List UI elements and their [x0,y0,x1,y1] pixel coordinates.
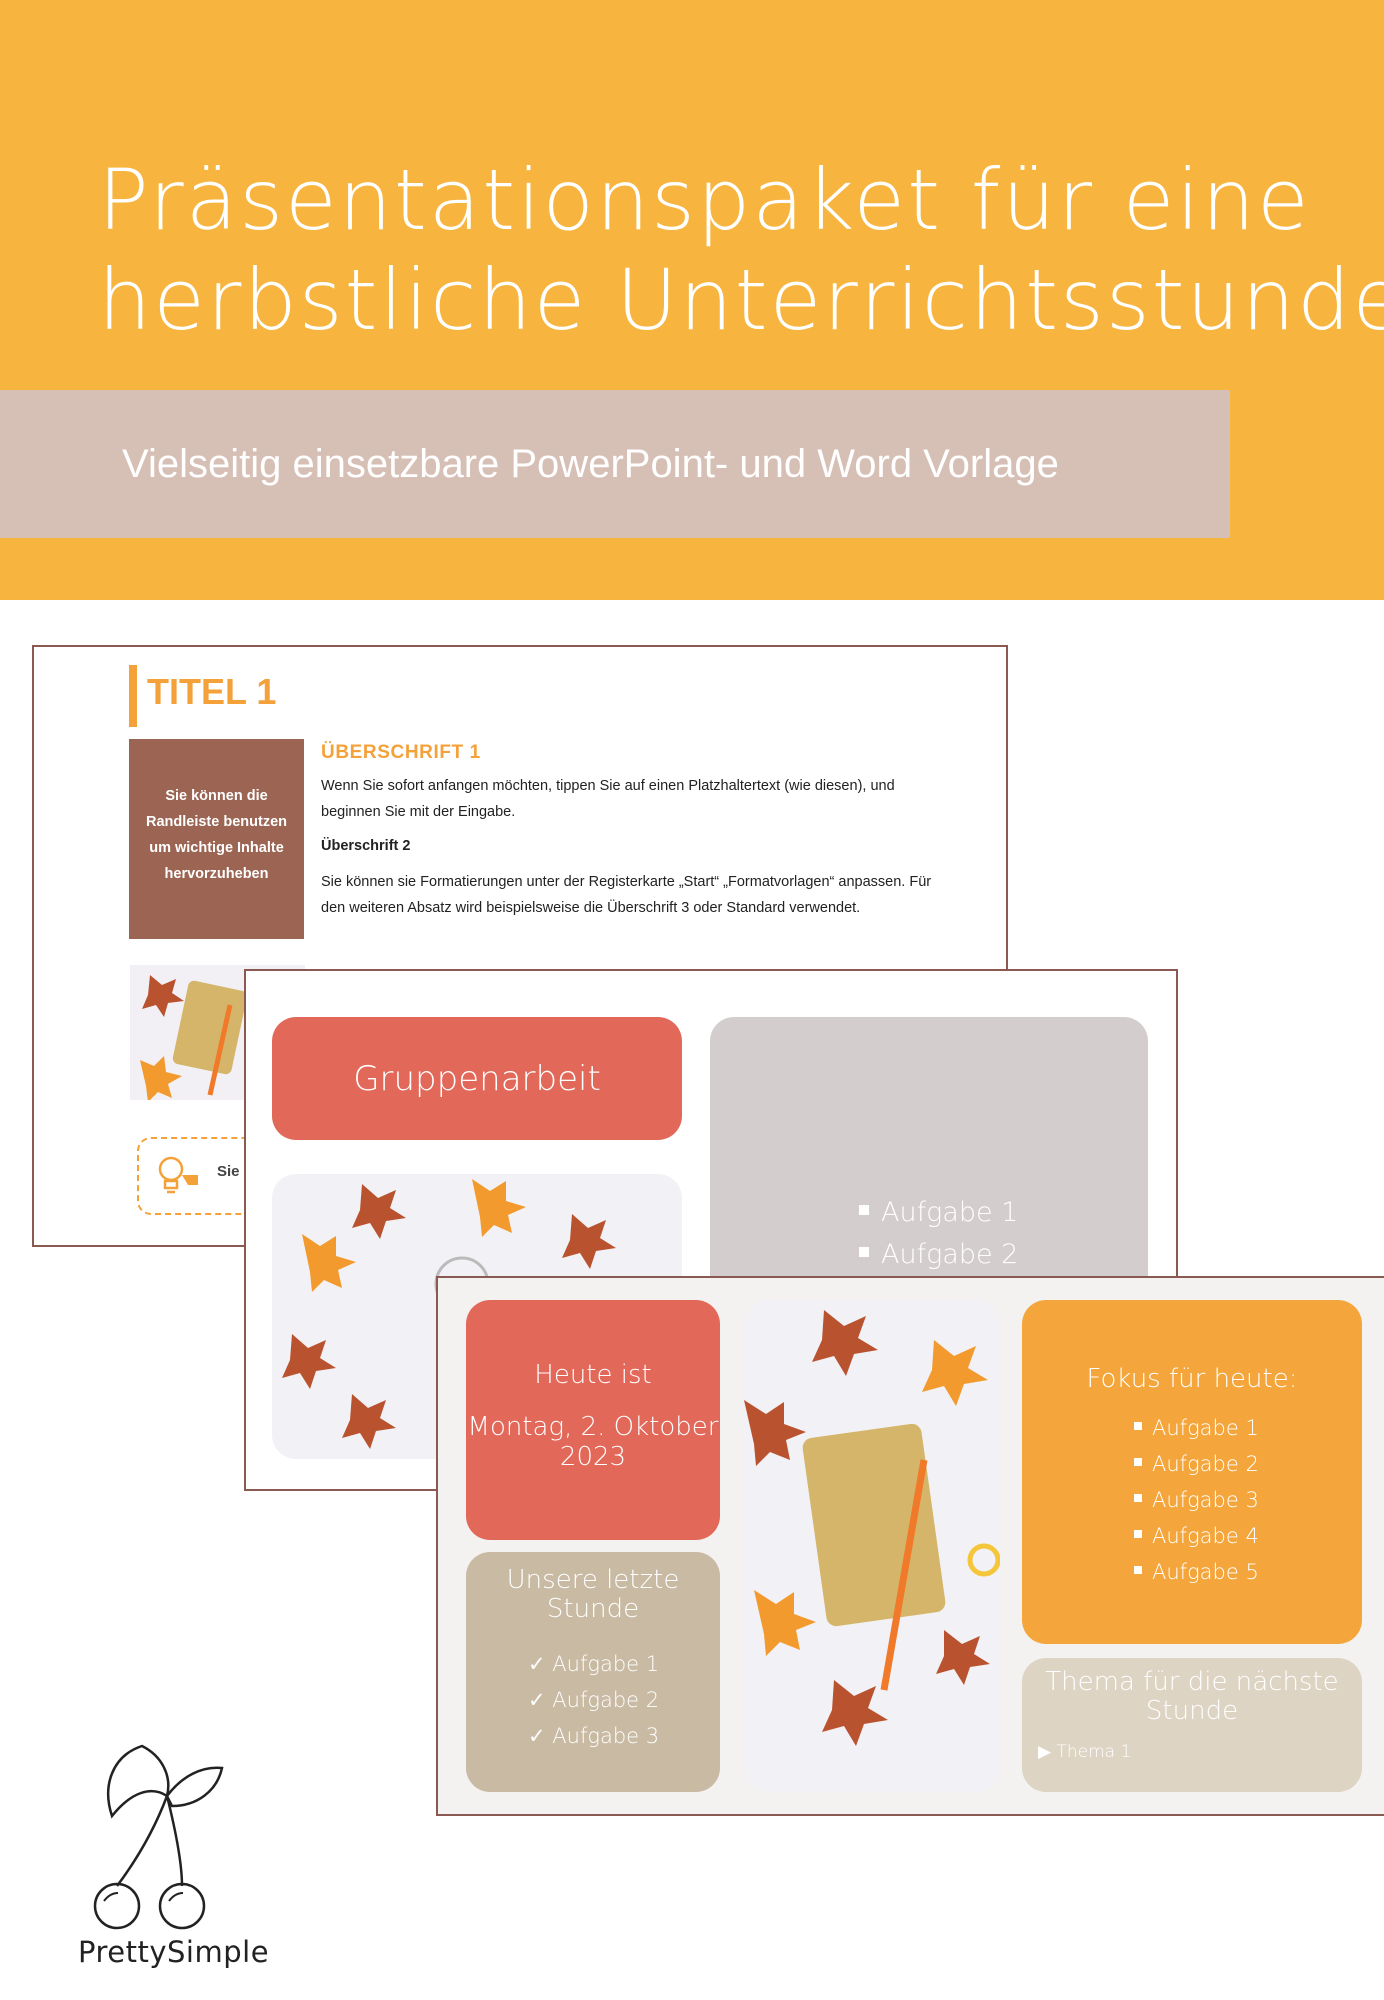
triangle-bullet-icon: ▶ [1038,1742,1052,1762]
focus-task-list: Aufgabe 1 Aufgabe 2 Aufgabe 3 Aufgabe 4 … [1134,1410,1259,1590]
doc-title: TITEL 1 [147,671,277,712]
next-lesson-title: Thema für die nächste Stunde [1045,1667,1339,1726]
group-work-title: Gruppenarbeit [272,1017,682,1140]
brand-name: PrettySimple [78,1935,270,1969]
focus-title: Fokus für heute: [1086,1364,1298,1394]
subtitle-band [0,390,1230,538]
title-accent-bar [129,665,137,727]
doc-sidebar: Sie können die Randleiste benutzen um wi… [129,739,304,939]
square-bullet-icon [859,1204,869,1215]
square-bullet-icon [1134,1566,1142,1574]
lesson-dashboard-slide-preview: Heute ist Montag, 2. Oktober 2023 Unsere… [436,1276,1384,1816]
last-lesson-task-list: ✓ Aufgabe 1 ✓ Aufgabe 2 ✓ Aufgabe 3 [528,1646,659,1754]
title-line-1: Präsentationspaket für eine [98,151,1311,249]
doc-heading-1: ÜBERSCHRIFT 1 [321,742,481,763]
autumn-notebook-photo [744,1300,1000,1792]
next-lesson-box: Thema für die nächste Stunde ▶ Thema 1 [1022,1658,1362,1792]
focus-today-box: Fokus für heute: Aufgabe 1 Aufgabe 2 Auf… [1022,1300,1362,1644]
last-lesson-title: Unsere letzte Stunde [506,1565,680,1624]
page-title: Präsentationspaket für eine herbstliche … [98,150,1384,350]
last-lesson-box: Unsere letzte Stunde ✓ Aufgabe 1 ✓ Aufga… [466,1552,720,1792]
list-item: Aufgabe 5 [1134,1554,1259,1590]
today-box: Heute ist Montag, 2. Oktober 2023 [466,1300,720,1540]
checkmark-icon: ✓ [528,1724,546,1748]
cherry-icon [72,1736,232,1976]
checkmark-icon: ✓ [528,1652,546,1676]
list-item: Aufgabe 3 [1134,1482,1259,1518]
subtitle: Vielseitig einsetzbare PowerPoint- und W… [122,442,1059,486]
next-lesson-item: ▶ Thema 1 [1038,1742,1132,1762]
tip-text: Sie [217,1163,240,1180]
doc-heading-2: Überschrift 2 [321,838,411,854]
list-item: Aufgabe 2 [859,1234,1018,1276]
square-bullet-icon [1134,1494,1142,1502]
list-item: Aufgabe 2 [1134,1446,1259,1482]
list-item: ✓ Aufgabe 1 [528,1652,660,1676]
checkmark-icon: ✓ [528,1688,546,1712]
title-line-2: herbstliche Unterrichtsstunde [98,251,1384,349]
doc-paragraph-1: Wenn Sie sofort anfangen möchten, tippen… [321,778,895,820]
autumn-leaves-illustration [282,1179,616,1449]
square-bullet-icon [1134,1458,1142,1466]
square-bullet-icon [859,1246,869,1257]
autumn-notebook-illustration [744,1310,1000,1746]
header-banner: Präsentationspaket für eine herbstliche … [0,0,1384,600]
document-slide-preview: TITEL 1 Sie können die Randleiste benutz… [32,645,1008,1247]
today-label: Heute ist [534,1360,652,1390]
lightbulb-icon [153,1153,203,1203]
list-item: ✓ Aufgabe 2 [528,1688,660,1712]
list-item: Aufgabe 4 [1134,1518,1259,1554]
today-date: Montag, 2. Oktober 2023 [467,1412,719,1472]
list-item: Aufgabe 1 [1134,1410,1259,1446]
square-bullet-icon [1134,1422,1142,1430]
group-work-task-list: Aufgabe 1 Aufgabe 2 [859,1192,1018,1276]
square-bullet-icon [1134,1530,1142,1538]
list-item: ✓ Aufgabe 3 [528,1724,660,1748]
doc-paragraph-2: Sie können sie Formatierungen unter der … [321,874,932,916]
list-item: Aufgabe 1 [859,1192,1018,1234]
